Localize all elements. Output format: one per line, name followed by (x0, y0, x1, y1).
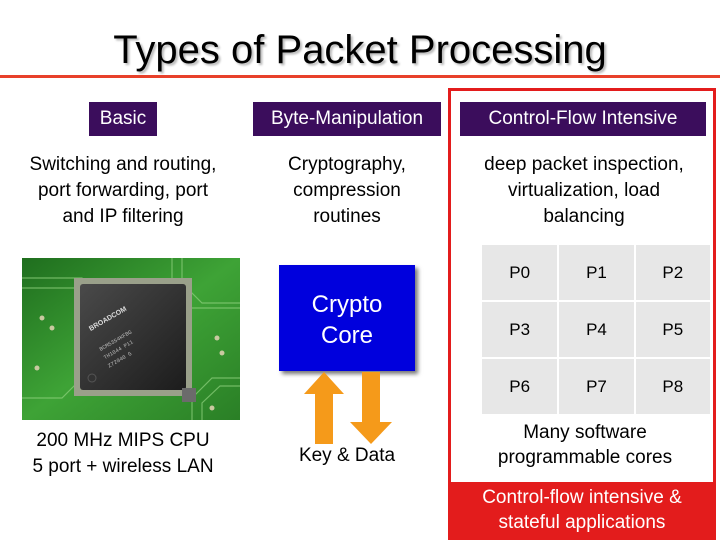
description-line: routines (313, 206, 381, 227)
core-grid: P0 P1 P2 P3 P4 P5 P6 P7 P8 (482, 245, 713, 416)
core-cell: P3 (482, 301, 560, 359)
data-flow-arrows (304, 372, 392, 444)
description-control-flow: deep packet inspection, virtualization, … (455, 152, 713, 230)
crypto-core-box: Crypto Core (279, 265, 415, 371)
stateful-applications-banner: Control-flow intensive & stateful applic… (448, 482, 716, 540)
crypto-core-label: Core (320, 322, 374, 349)
chip-illustration: BROADCOM BCM5354KFBG TH1044 P11 Z72040 G (22, 258, 240, 420)
cpu-caption-line: 200 MHz MIPS CPU (36, 430, 210, 451)
crypto-core-label: Crypto (311, 291, 383, 318)
core-cell: P0 (482, 245, 560, 302)
core-cell: P5 (634, 301, 713, 359)
description-line: compression (293, 180, 401, 201)
label-control-flow-intensive: Control-Flow Intensive (460, 102, 706, 136)
description-line: virtualization, load (507, 180, 661, 201)
core-cell: P1 (558, 245, 636, 302)
core-row: P3 P4 P5 (482, 301, 713, 359)
core-cell: P7 (558, 358, 636, 416)
core-row: P0 P1 P2 (482, 245, 713, 302)
cores-caption-line: programmable cores (497, 447, 673, 468)
arrow-down-icon (350, 372, 392, 444)
key-and-data-label: Key & Data (298, 445, 396, 466)
description-byte-manipulation: Cryptography, compression routines (250, 152, 444, 230)
arrow-up-icon (304, 372, 344, 444)
slide-title: Types of Packet Processing (113, 28, 607, 72)
label-basic: Basic (89, 102, 157, 136)
core-cell: P6 (482, 358, 560, 416)
description-line: balancing (543, 206, 625, 227)
core-cell: P8 (634, 358, 713, 416)
cores-caption-line: Many software (523, 422, 647, 443)
cores-caption: Many software programmable cores (460, 420, 710, 470)
cpu-caption-line: 5 port + wireless LAN (32, 456, 214, 477)
banner-line: stateful applications (498, 512, 666, 533)
cpu-caption: 200 MHz MIPS CPU 5 port + wireless LAN (0, 428, 246, 480)
core-row: P6 P7 P8 (482, 358, 713, 416)
core-cell: P2 (634, 245, 713, 302)
description-line: and IP filtering (62, 206, 184, 227)
description-line: deep packet inspection, (484, 154, 684, 175)
description-basic: Switching and routing, port forwarding, … (0, 152, 246, 230)
chip-photo: BROADCOM BCM5354KFBG TH1044 P11 Z72040 G (22, 258, 240, 420)
description-line: port forwarding, port (37, 180, 209, 201)
title-underline (0, 75, 720, 78)
label-byte-manipulation: Byte-Manipulation (253, 102, 441, 136)
description-line: Switching and routing, (29, 154, 217, 175)
description-line: Cryptography, (288, 154, 406, 175)
banner-line: Control-flow intensive & (482, 487, 682, 508)
core-cell: P4 (558, 301, 636, 359)
